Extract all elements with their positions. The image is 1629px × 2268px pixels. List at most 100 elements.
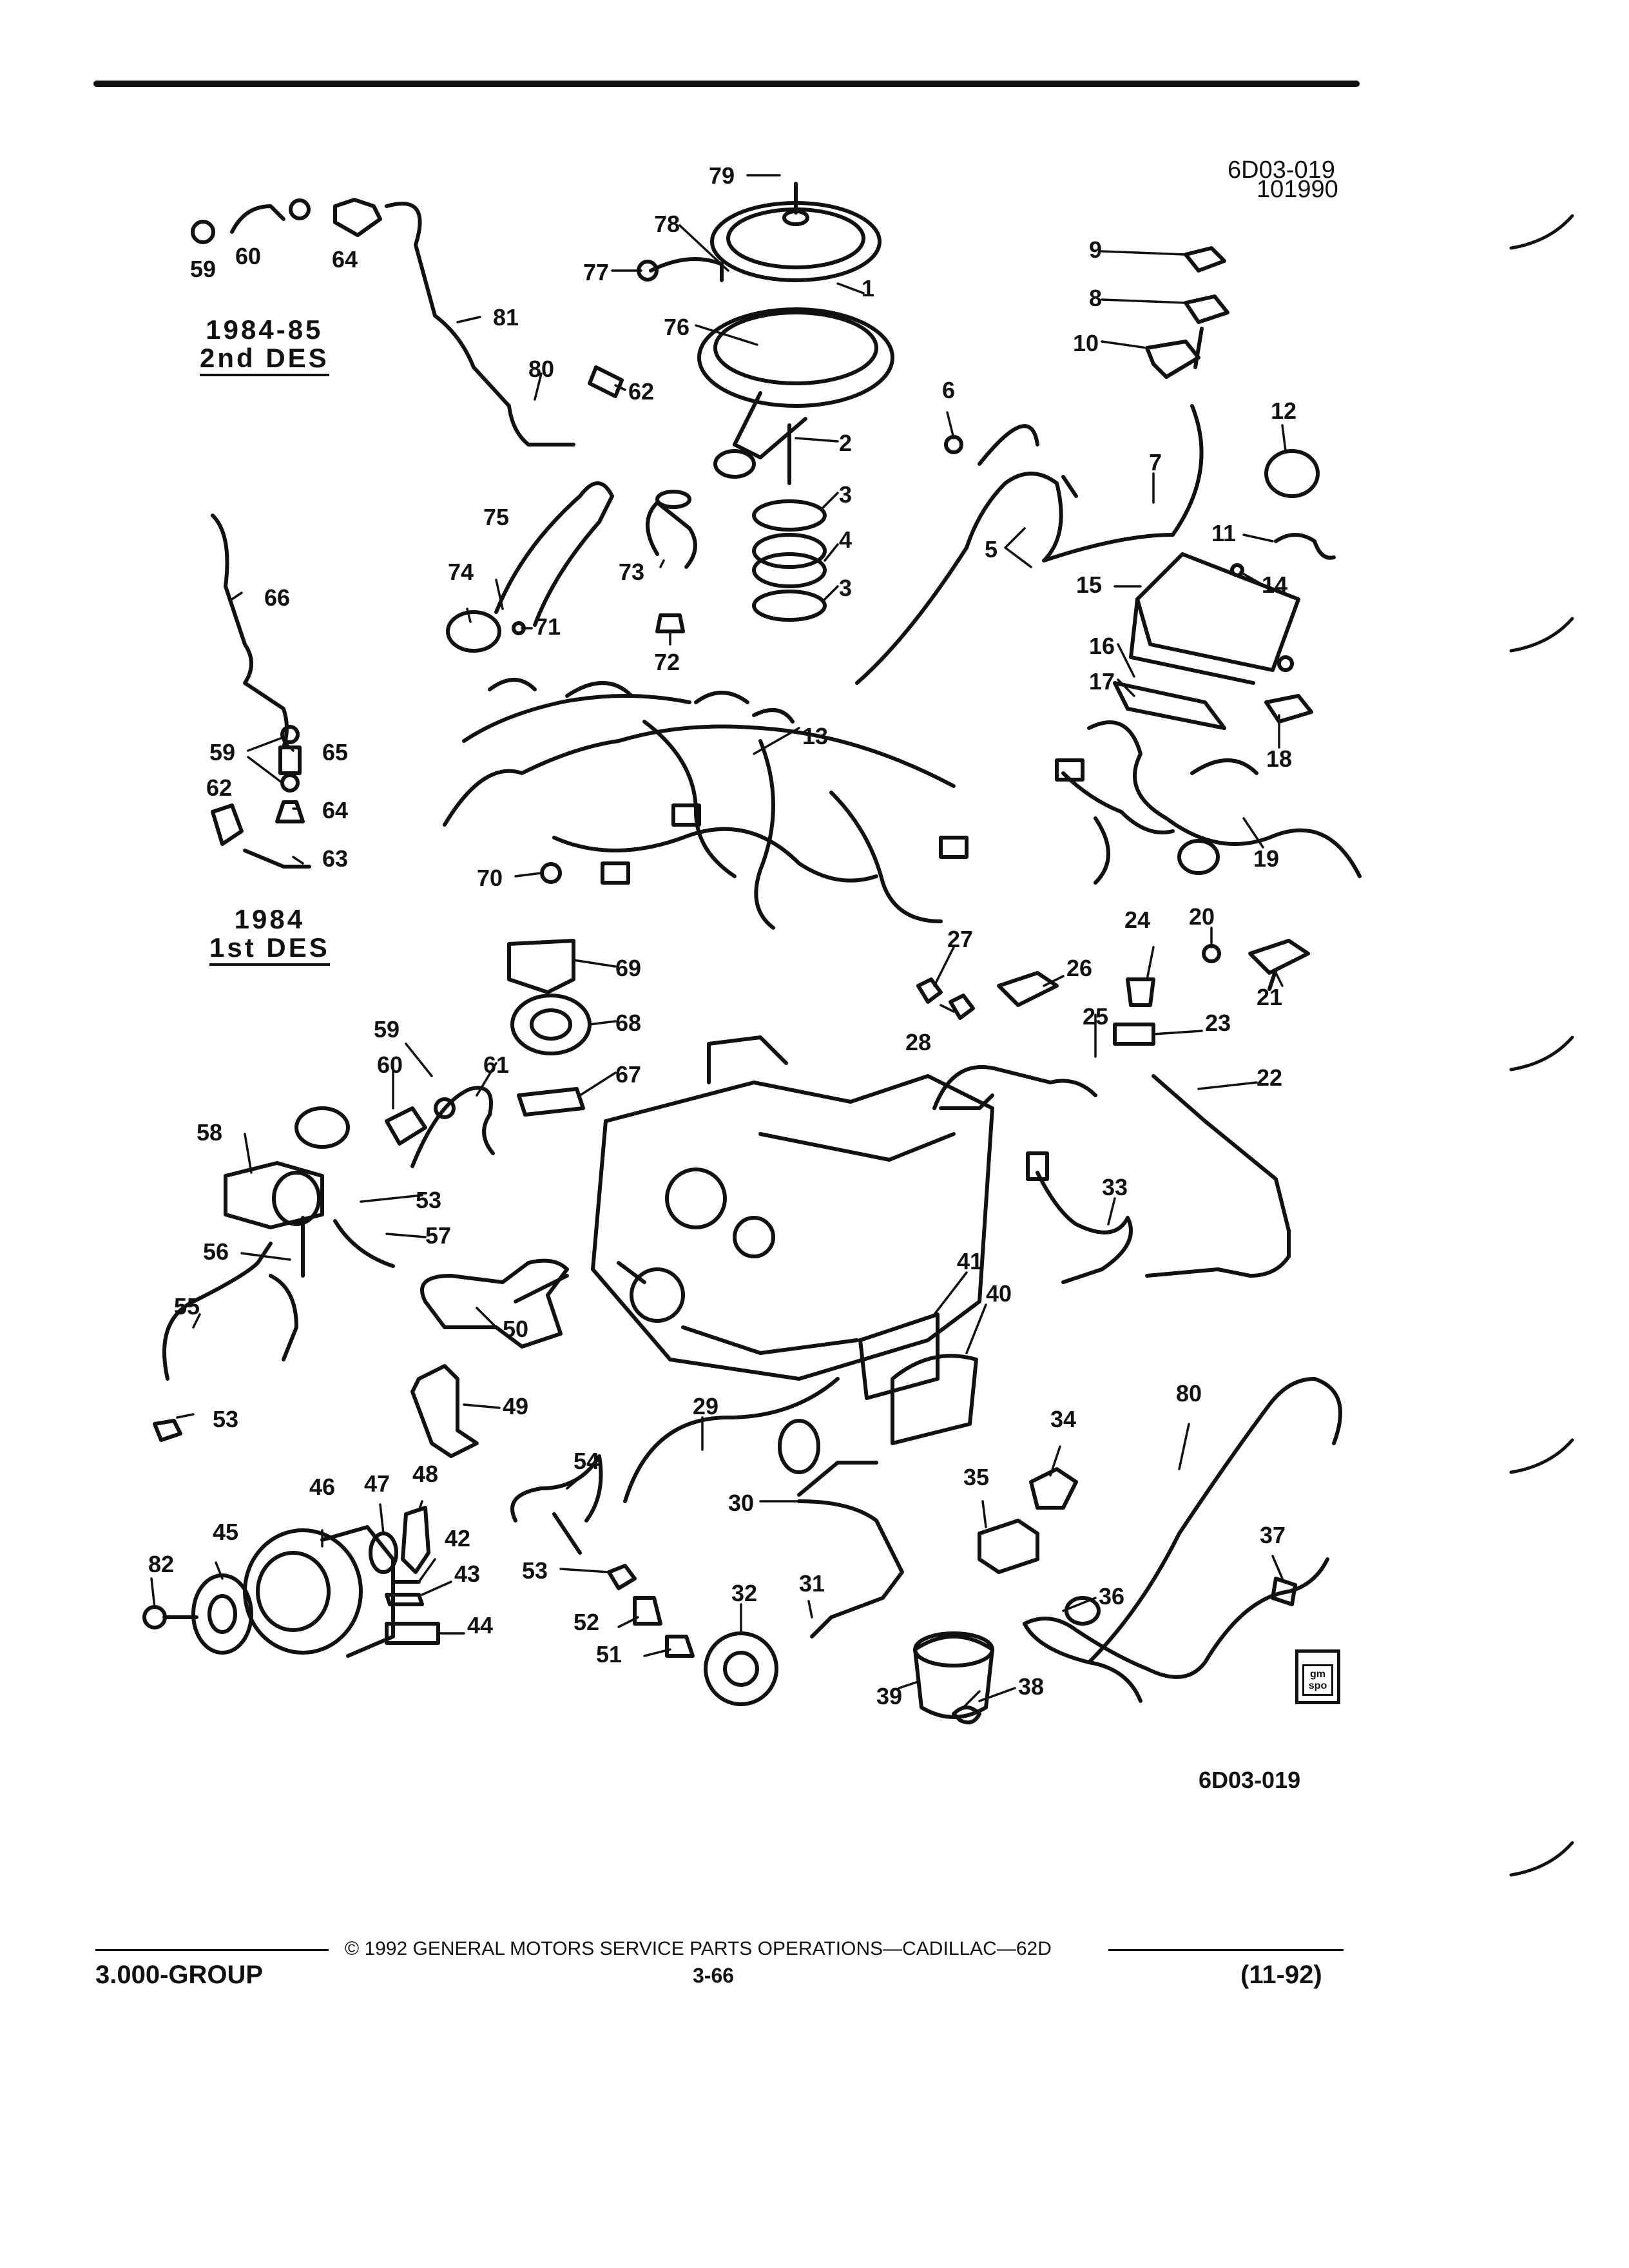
callout-21: 21 [1257,984,1283,1010]
callout-27: 27 [947,926,974,952]
bracket-34 [1029,1467,1078,1510]
clip-37 [1271,1577,1297,1606]
callout-49: 49 [503,1393,529,1419]
hose-73 [646,501,697,569]
cover-40 [891,1354,978,1445]
callout-52: 52 [574,1609,600,1635]
callout-71: 71 [535,613,561,640]
callout-41: 41 [957,1248,983,1274]
sensor-62-top [588,365,624,398]
pulley-45 [191,1573,253,1655]
callout-73: 73 [619,559,645,585]
callout-79: 79 [709,162,735,189]
footer-page-number: 3-66 [693,1964,735,1987]
gm-spo-logo: gm spo [1295,1649,1340,1704]
callout-80: 80 [528,356,555,382]
engine-harness-13 [443,678,969,930]
callout-12: 12 [1271,398,1297,424]
shield-69 [507,939,575,994]
bracket-10 [1145,340,1200,379]
callout-59: 59 [374,1016,400,1043]
sensor-28 [949,994,975,1020]
callout-62: 62 [628,378,655,405]
valve-64 [333,198,382,237]
valve-23 [1113,1023,1155,1046]
harness-33 [1036,1171,1133,1284]
callout-14: 14 [1262,572,1288,598]
design-label-1st: 1st DES [209,934,330,966]
leader-lines [150,174,1287,1709]
callout-61: 61 [483,1052,510,1078]
gasket-67 [517,1087,585,1117]
sensor-62-left [211,803,244,846]
footer-rule-left [95,1949,329,1951]
callout-69: 69 [615,955,642,981]
footer-copyright: © 1992 GENERAL MOTORS SERVICE PARTS OPER… [345,1938,1052,1959]
callout-24: 24 [1124,907,1151,933]
pipe-25 [932,1065,1097,1110]
callout-47: 47 [364,1470,390,1497]
callout-11: 11 [1211,520,1237,546]
grommet-59 [191,220,215,244]
callout-17: 17 [1089,668,1115,695]
callout-18: 18 [1266,745,1293,772]
clamp-38 [952,1706,981,1725]
callout-70: 70 [477,865,503,891]
air-cleaner-part [697,182,894,479]
bolt-43 [385,1593,424,1606]
valve-50 [420,1258,569,1349]
callout-22: 22 [1257,1064,1283,1091]
flange-74 [446,610,501,653]
callout-58: 58 [197,1119,223,1146]
pipe-30-31 [797,1499,904,1639]
harness-36 [1023,1557,1329,1679]
bracket-49 [410,1364,479,1458]
hose-80-right [1087,1377,1342,1664]
callout-35: 35 [963,1464,990,1490]
gasket-47 [369,1532,398,1574]
callout-77: 77 [583,259,610,285]
hose-55 [162,1242,273,1381]
callout-81: 81 [493,304,519,331]
fitting-51 [665,1635,695,1658]
callout-44: 44 [467,1612,494,1639]
design-year-1st: 1984 [234,904,305,934]
hose-57 [333,1219,395,1268]
pigtail-11 [1274,533,1336,560]
callout-29: 29 [693,1393,719,1419]
callout-25: 25 [1083,1003,1109,1030]
sensor-24 [1126,977,1155,1007]
bracket-48 [401,1506,430,1574]
harness-hose-5 [855,404,1204,685]
callout-64: 64 [322,797,349,823]
design-note-1st: 1984 1st DES [209,905,330,966]
bracket-16 [1113,681,1226,730]
design-note-2nd: 1984-85 2nd DES [200,315,329,377]
callout-40: 40 [986,1280,1012,1307]
gasket-part [752,499,827,532]
callout-51: 51 [596,1641,622,1667]
binding-mark-1 [1509,214,1574,250]
callout-75: 75 [483,504,510,530]
callout-57: 57 [425,1222,452,1249]
callout-38: 38 [1018,1673,1045,1700]
callout-45: 45 [213,1519,239,1545]
callout-53: 53 [416,1187,442,1213]
footer-rule-right [1108,1949,1344,1951]
clip-18 [1264,694,1313,724]
adapter-part [752,533,827,569]
gasket-41 [858,1312,940,1400]
callout-55: 55 [174,1293,200,1320]
callout-10: 10 [1073,330,1099,356]
callout-33: 33 [1102,1174,1128,1200]
valve-32 [704,1631,778,1706]
callout-66: 66 [264,584,291,611]
callout-6: 6 [942,377,956,403]
bracket-8 [1184,294,1229,324]
fitting-53 [607,1564,637,1590]
canister-39 [913,1635,994,1719]
callout-39: 39 [876,1683,903,1709]
callout-2: 2 [839,430,853,456]
hose-60-upper [385,1106,427,1146]
